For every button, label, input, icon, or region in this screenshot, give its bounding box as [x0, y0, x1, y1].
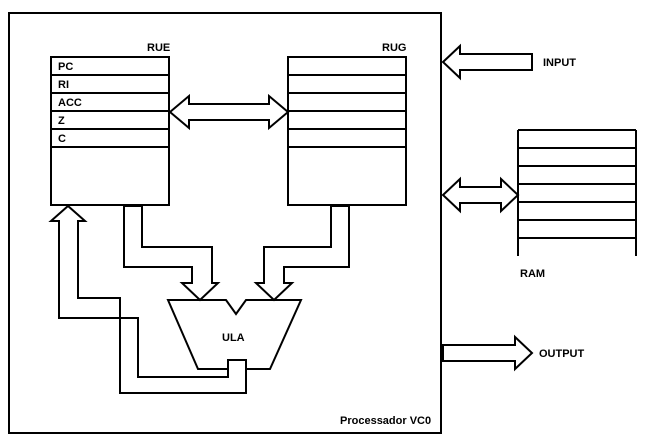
rue-title: RUE	[147, 42, 170, 54]
output-label: OUTPUT	[539, 348, 585, 360]
input-arrow	[441, 43, 533, 81]
register-c: C	[58, 133, 66, 145]
rue-to-alu-arrow	[123, 205, 221, 302]
register-acc: ACC	[58, 97, 82, 109]
rue-box	[50, 56, 170, 206]
ram-bidirectional-arrow	[441, 176, 520, 214]
input-label: INPUT	[543, 57, 576, 69]
ram-label: RAM	[520, 268, 545, 280]
rug-title: RUG	[382, 42, 406, 54]
rue-rug-bidirectional-arrow	[168, 93, 290, 131]
rug-register-bank: RUG	[287, 42, 407, 206]
register-pc: PC	[58, 61, 73, 73]
alu-to-rue-feedback-arrow	[48, 204, 247, 394]
ram-block: RAM	[517, 129, 637, 280]
register-ri: RI	[58, 79, 69, 91]
rue-register-bank: RUE PC RI ACC Z C	[50, 42, 170, 206]
processor-label: Processador VC0	[340, 415, 431, 427]
alu-label: ULA	[222, 332, 245, 344]
register-z: Z	[58, 115, 65, 127]
rug-box	[287, 56, 407, 206]
output-arrow	[442, 334, 534, 372]
rug-to-alu-arrow	[253, 205, 350, 302]
